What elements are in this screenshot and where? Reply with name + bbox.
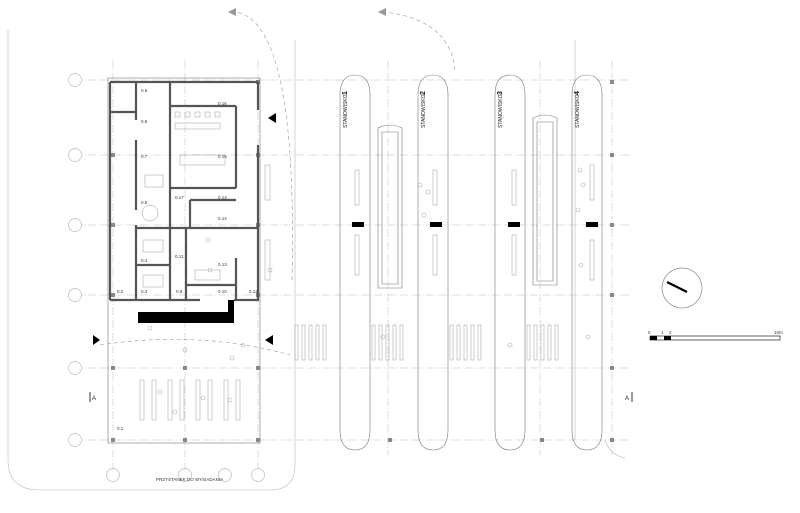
fixtures: [141, 111, 226, 288]
platforms: [339, 74, 603, 451]
room-label: 0.14: [218, 195, 227, 200]
structural-grid: [75, 60, 630, 480]
arrows: [93, 8, 386, 345]
site-curbs: [7, 30, 626, 491]
room-label: 0.17: [175, 195, 184, 200]
stand-4-label: STANOWISKO: [575, 94, 581, 128]
scale-tick-end: 10m: [774, 330, 783, 335]
waiting-seats: [139, 379, 241, 421]
room-label: 0.2: [117, 289, 124, 294]
stand-1-number: 1: [342, 91, 349, 95]
people: [147, 167, 591, 415]
crosswalks: [294, 324, 559, 361]
scale-bar: 0 1 2 10m: [648, 330, 783, 341]
benches-building: [264, 164, 271, 281]
room-label: 0.7: [141, 154, 148, 159]
room-label: 0.15: [218, 154, 227, 159]
room-label: 0.9: [176, 289, 183, 294]
room-label: 0.14: [218, 216, 227, 221]
stand-3-label: STANOWISKO: [498, 94, 504, 128]
stand-labels: STANOWISKO 1 STANOWISKO 2 STANOWISKO 3 S…: [342, 91, 581, 128]
canopy-outline: [107, 77, 261, 444]
buses: [377, 114, 558, 289]
scale-tick-0: 0: [648, 330, 651, 335]
platform-benches: [354, 164, 595, 281]
scale-tick-2: 2: [669, 330, 672, 335]
stand-2-number: 2: [420, 91, 427, 95]
room-label: 0.4: [141, 258, 148, 263]
room-label: 0.11: [175, 254, 184, 259]
circulation-paths: [99, 11, 456, 356]
stand-3-number: 3: [497, 91, 504, 95]
room-label: 0.6: [141, 88, 148, 93]
room-label: 0.12: [249, 289, 258, 294]
room-labels: 0.6 0.6 0.7 0.5 0.4 0.3 0.2 0.16 0.15 0.…: [117, 88, 258, 431]
stand-1-label: STANOWISKO: [343, 94, 349, 128]
scale-tick-1: 1: [661, 330, 664, 335]
room-label: 0.1: [117, 426, 124, 431]
room-label: 0.6: [141, 119, 148, 124]
room-label: 0.3: [141, 289, 148, 294]
room-label: 0.16: [218, 101, 227, 106]
stand-2-label: STANOWISKO: [421, 94, 427, 128]
stop-markers: [352, 222, 598, 227]
building-walls: [108, 80, 260, 302]
room-label: 0.10: [218, 289, 227, 294]
section-mark-left: A: [92, 396, 96, 402]
north-arrow: [661, 267, 703, 309]
room-label: 0.5: [141, 200, 148, 205]
stand-4-number: 4: [574, 91, 581, 95]
section-mark-right: A: [625, 396, 629, 402]
section-marks: A A: [89, 392, 633, 402]
room-label: 0.13: [218, 262, 227, 267]
grid-bubbles: [68, 73, 265, 482]
stop-label: PRZYSTANEK DO WYSIADANIA: [156, 477, 223, 482]
black-counter: [138, 300, 234, 323]
